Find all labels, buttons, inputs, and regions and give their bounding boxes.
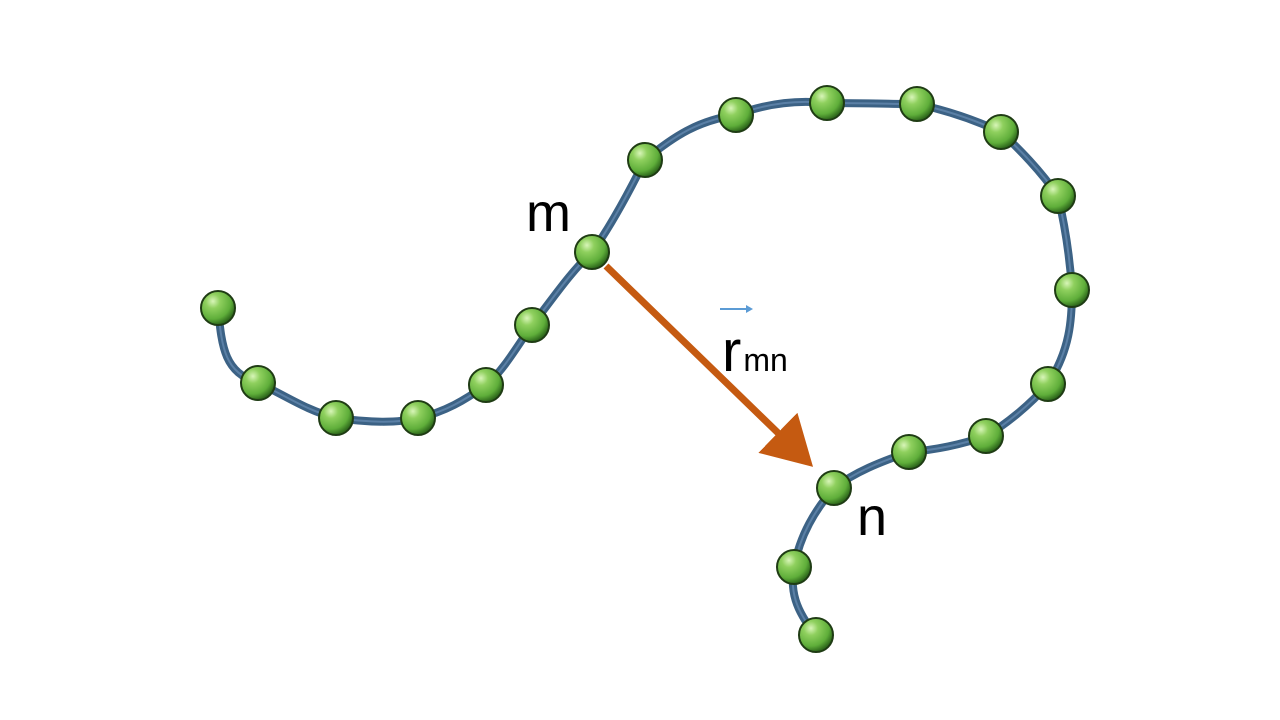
- bead: [983, 114, 1019, 150]
- bead: [899, 86, 935, 122]
- bead-label-m: m: [526, 183, 571, 243]
- bead: [627, 142, 663, 178]
- bead: [891, 434, 927, 470]
- bead: [1040, 178, 1076, 214]
- bead: [240, 365, 276, 401]
- bead-n: [816, 470, 852, 506]
- bead: [468, 367, 504, 403]
- bead-label-n: n: [857, 487, 888, 547]
- bead: [318, 400, 354, 436]
- polymer-backbone: [214, 97, 1076, 639]
- bead: [514, 307, 550, 343]
- bead: [809, 85, 845, 121]
- vector-arrow-mark: [720, 305, 753, 313]
- bead: [1054, 272, 1090, 308]
- bead: [798, 617, 834, 653]
- bead: [968, 418, 1004, 454]
- bead: [718, 97, 754, 133]
- bead: [1030, 366, 1066, 402]
- beads: [200, 85, 1090, 653]
- bead-m: [574, 234, 610, 270]
- vector-subscript: mn: [743, 342, 788, 378]
- chain-line: [214, 97, 1076, 639]
- bead: [776, 549, 812, 585]
- bead: [200, 290, 236, 326]
- vector-symbol: r: [722, 319, 742, 384]
- vector-label-r-mn: rmn: [722, 323, 788, 381]
- displacement-vector-arrow: [603, 263, 814, 467]
- chain-line-highlight: [217, 100, 1073, 636]
- bead: [400, 400, 436, 436]
